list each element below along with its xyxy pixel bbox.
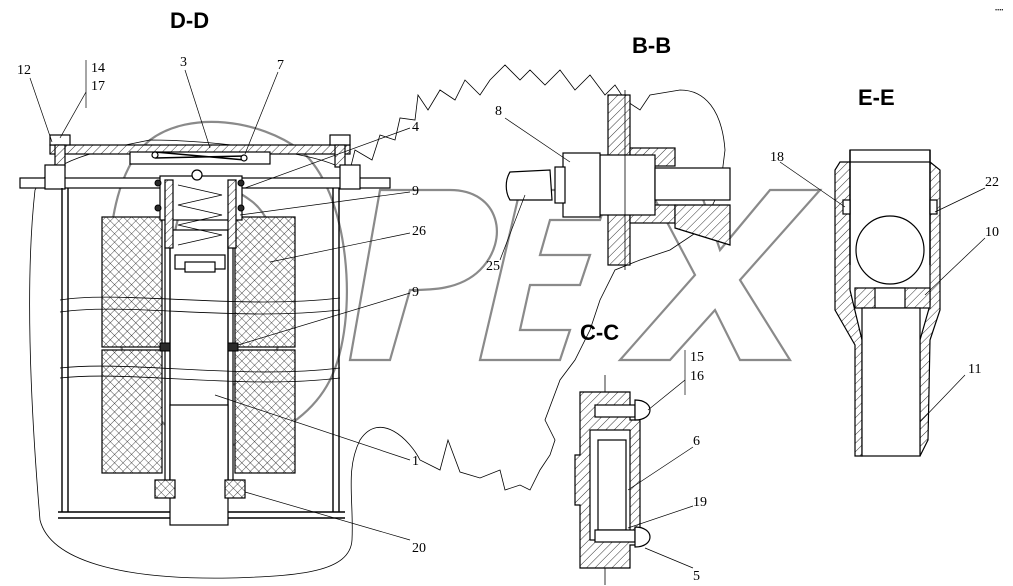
section-c-c (574, 375, 651, 585)
callout-9-upper: 9 (412, 184, 419, 199)
callout-25: 25 (486, 259, 500, 274)
callout-16: 16 (690, 369, 704, 384)
callout-12: 12 (17, 63, 31, 78)
section-title-d-d: D-D (170, 8, 209, 33)
callout-19: 19 (693, 495, 707, 510)
callout-5: 5 (693, 569, 700, 584)
section-boundary (29, 64, 726, 579)
callout-17: 17 (91, 79, 105, 94)
callout-20: 20 (412, 541, 426, 556)
callout-4: 4 (412, 120, 419, 135)
callout-1: 1 (412, 454, 419, 469)
callout-18: 18 (770, 150, 784, 165)
section-d-d (19, 134, 391, 526)
callout-3: 3 (180, 55, 187, 70)
callout-22: 22 (985, 175, 999, 190)
section-title-c-c: C-C (580, 320, 619, 345)
callout-9-lower: 9 (412, 285, 419, 300)
callout-8: 8 (495, 104, 502, 119)
section-title-e-e: E-E (858, 85, 895, 110)
section-b-b (505, 90, 731, 270)
corner-mark: •­••• (995, 8, 1003, 14)
callout-6: 6 (693, 434, 700, 449)
callout-15: 15 (690, 350, 704, 365)
callout-10: 10 (985, 225, 999, 240)
callout-11: 11 (968, 362, 981, 377)
callout-26: 26 (412, 224, 426, 239)
leader-lines (29, 60, 986, 569)
section-e-e (834, 149, 941, 457)
callout-7: 7 (277, 58, 284, 73)
callout-14: 14 (91, 61, 105, 76)
section-title-b-b: B-B (632, 33, 671, 58)
